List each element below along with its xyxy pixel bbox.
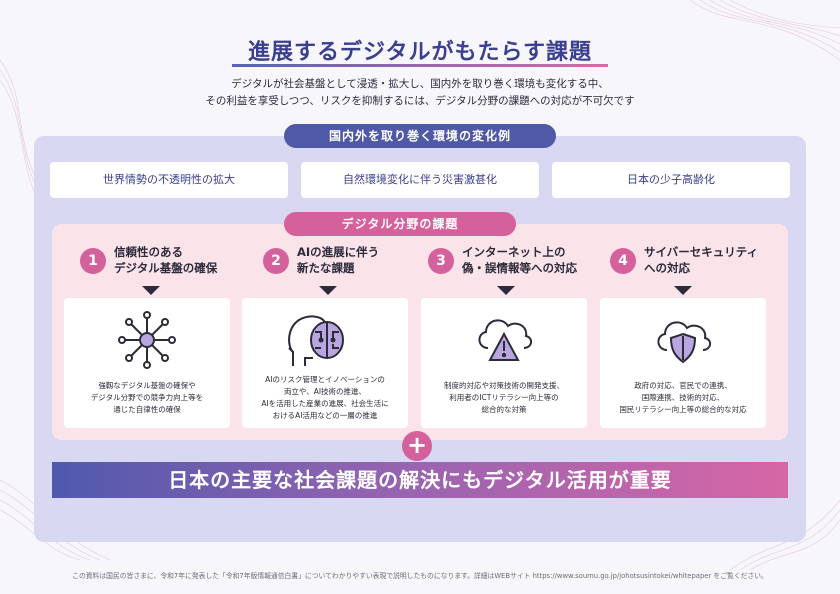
description-line: AIを活用した産業の進展、社会生活に [261,399,389,408]
description-line: 国民リテラシー向上等の総合的な対応 [619,405,747,414]
digital-heading: デジタル分野の課題 [284,212,516,236]
description-line: デジタル分野での競争力向上等を [90,393,204,402]
issue-description: 強靱なデジタル基盤の確保や デジタル分野での競争力向上等を 通じた自律性の確保 [68,380,226,416]
description-line: おけるAI活用などの一層の推進 [272,411,378,420]
issue-title-line1: 信頼性のある [114,245,183,259]
page-title: 進展するデジタルがもたらす課題 [247,40,593,65]
issue-number: 1 [80,248,106,274]
down-arrow-icon [142,286,160,295]
description-line: 国際連携、技術的対応、 [641,393,725,402]
issue-number: 3 [428,248,454,274]
issue-title: サイバーセキュリティ への対応 [644,244,794,276]
issue-number: 4 [610,248,636,274]
description-line: 政府の対応、官民での連携、 [634,381,732,390]
title-underline [232,64,608,67]
environment-item-1: 世界情勢の不透明性の拡大 [50,162,288,198]
issue-title-line1: サイバーセキュリティ [644,245,759,259]
down-arrow-icon [319,286,337,295]
ai-brain-icon [288,315,344,366]
description-line: 制度的対応や対策技術の開発支援、 [444,381,564,390]
issue-description: 政府の対応、官民での連携、 国際連携、技術的対応、 国民リテラシー向上等の総合的… [604,380,762,416]
description-line: 利用者のICTリテラシー向上等の [449,393,559,402]
description-line: 総合的な対策 [481,405,527,414]
cloud-shield-icon [657,321,711,364]
description-line: 強靱なデジタル基盤の確保や [98,381,196,390]
issue-title-line1: AIの進展に伴う [297,245,380,259]
network-icon [118,311,176,369]
issue-4-card: 政府の対応、官民での連携、 国際連携、技術的対応、 国民リテラシー向上等の総合的… [600,298,766,428]
environment-item-2: 自然環境変化に伴う災害激甚化 [301,162,539,198]
issue-1-card: 強靱なデジタル基盤の確保や デジタル分野での競争力向上等を 通じた自律性の確保 [64,298,230,428]
down-arrow-icon [674,286,692,295]
description-line: AIのリスク管理とイノベーションの [265,375,385,384]
cloud-warning-icon [478,319,532,361]
environment-item-3: 日本の少子高齢化 [552,162,790,198]
issue-title-line2: 偽・誤情報等への対応 [462,261,577,275]
description-line: 通じた自律性の確保 [113,405,181,414]
issue-description: AIのリスク管理とイノベーションの 両立や、AI技術の推進、 AIを活用した産業… [246,374,404,422]
footer-note: この資料は国民の皆さまに、令和7年に発表した「令和7年版情報通信白書」についてわ… [72,572,768,580]
lead-text-line2: その利益を享受しつつ、リスクを抑制するには、デジタル分野の課題への対応が不可欠で… [205,95,635,107]
description-line: 両立や、AI技術の推進、 [283,387,367,396]
issue-description: 制度的対応や対策技術の開発支援、 利用者のICTリテラシー向上等の 総合的な対策 [425,380,583,416]
issue-title: インターネット上の 偽・誤情報等への対応 [462,244,612,276]
issue-number: 2 [263,248,289,274]
issue-title-line2: への対応 [644,261,690,275]
lead-text-line1: デジタルが社会基盤として浸透・拡大し、国内外を取り巻く環境も変化する中、 [231,78,609,90]
issue-title-line1: インターネット上の [462,245,566,259]
issue-title: AIの進展に伴う 新たな課題 [297,244,447,276]
environment-heading: 国内外を取り巻く環境の変化例 [284,124,556,148]
issue-2-card: AIのリスク管理とイノベーションの 両立や、AI技術の推進、 AIを活用した産業… [242,298,408,428]
issue-title-line2: 新たな課題 [297,261,355,275]
issue-3-card: 制度的対応や対策技術の開発支援、 利用者のICTリテラシー向上等の 総合的な対策 [421,298,587,428]
conclusion-banner: 日本の主要な社会課題の解決にもデジタル活用が重要 [52,462,788,498]
plus-icon: + [402,431,432,461]
down-arrow-icon [497,286,515,295]
issue-title: 信頼性のある デジタル基盤の確保 [114,244,264,276]
issue-title-line2: デジタル基盤の確保 [114,261,218,275]
